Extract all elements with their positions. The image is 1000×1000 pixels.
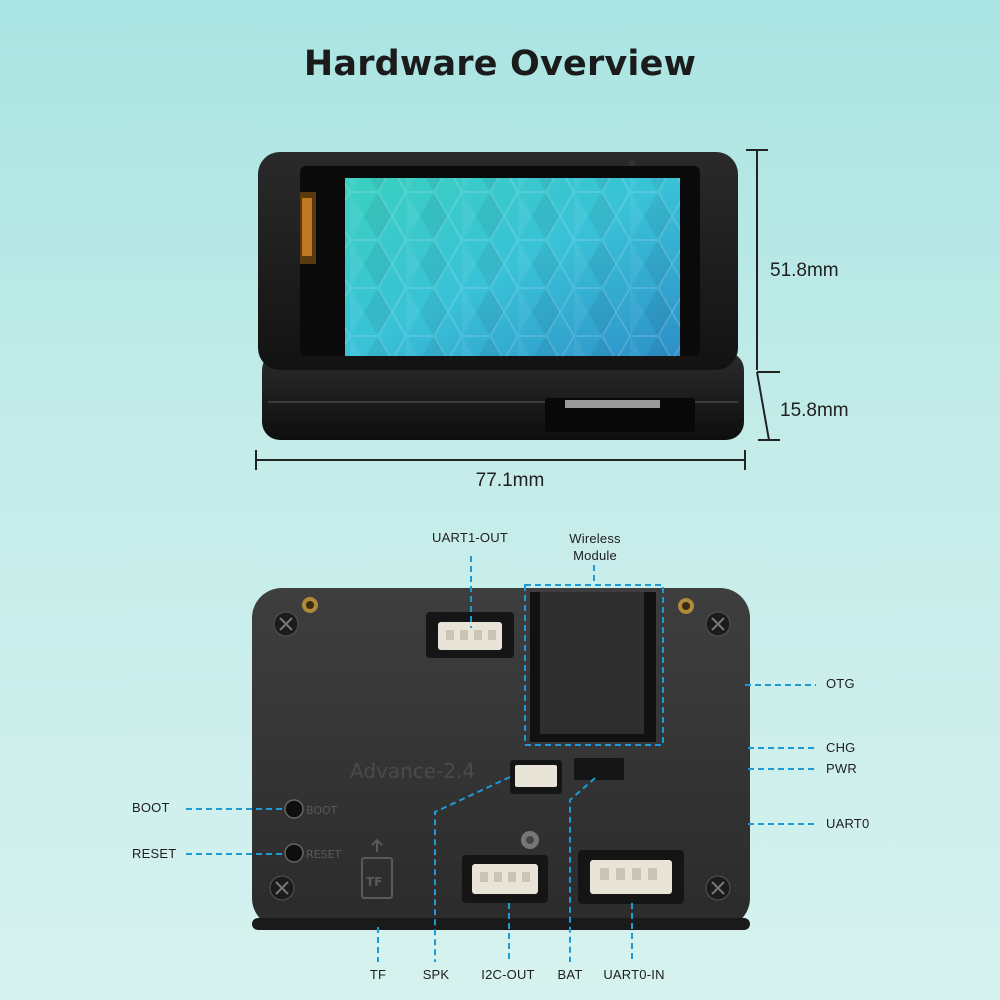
callout-wireless-module: Wireless Module [569,531,621,563]
silk-boot-label: BOOT [306,804,338,817]
callout-uart0: UART0 [826,816,870,831]
callout-uart0-in: UART0-IN [603,967,665,982]
silk-tf-label: TF [366,875,382,889]
callout-uart1-out: UART1-OUT [432,530,508,545]
device-front-view [258,152,744,440]
silk-reset-label: RESET [306,848,342,861]
height-main-label: 51.8mm [770,260,839,281]
dimension-lines [255,149,780,470]
callout-lines [186,556,816,962]
boot-button-icon [284,799,304,819]
callout-spk: SPK [422,967,450,982]
reset-button-icon [284,843,304,863]
callout-bat: BAT [557,967,583,982]
callout-otg: OTG [826,676,855,691]
width-label: 77.1mm [475,470,545,491]
callout-boot: BOOT [132,800,170,815]
board-model-text: Advance-2.4 [350,759,475,783]
callout-pwr: PWR [826,761,857,776]
callout-i2c-out: I2C-OUT [481,967,535,982]
callout-chg: CHG [826,740,856,755]
tf-card-icon [361,838,393,899]
page-title: Hardware Overview [303,44,697,84]
callout-reset: RESET [132,846,177,861]
pcb-back-view [252,588,750,930]
callout-tf: TF [369,967,387,982]
height-base-label: 15.8mm [780,400,849,421]
